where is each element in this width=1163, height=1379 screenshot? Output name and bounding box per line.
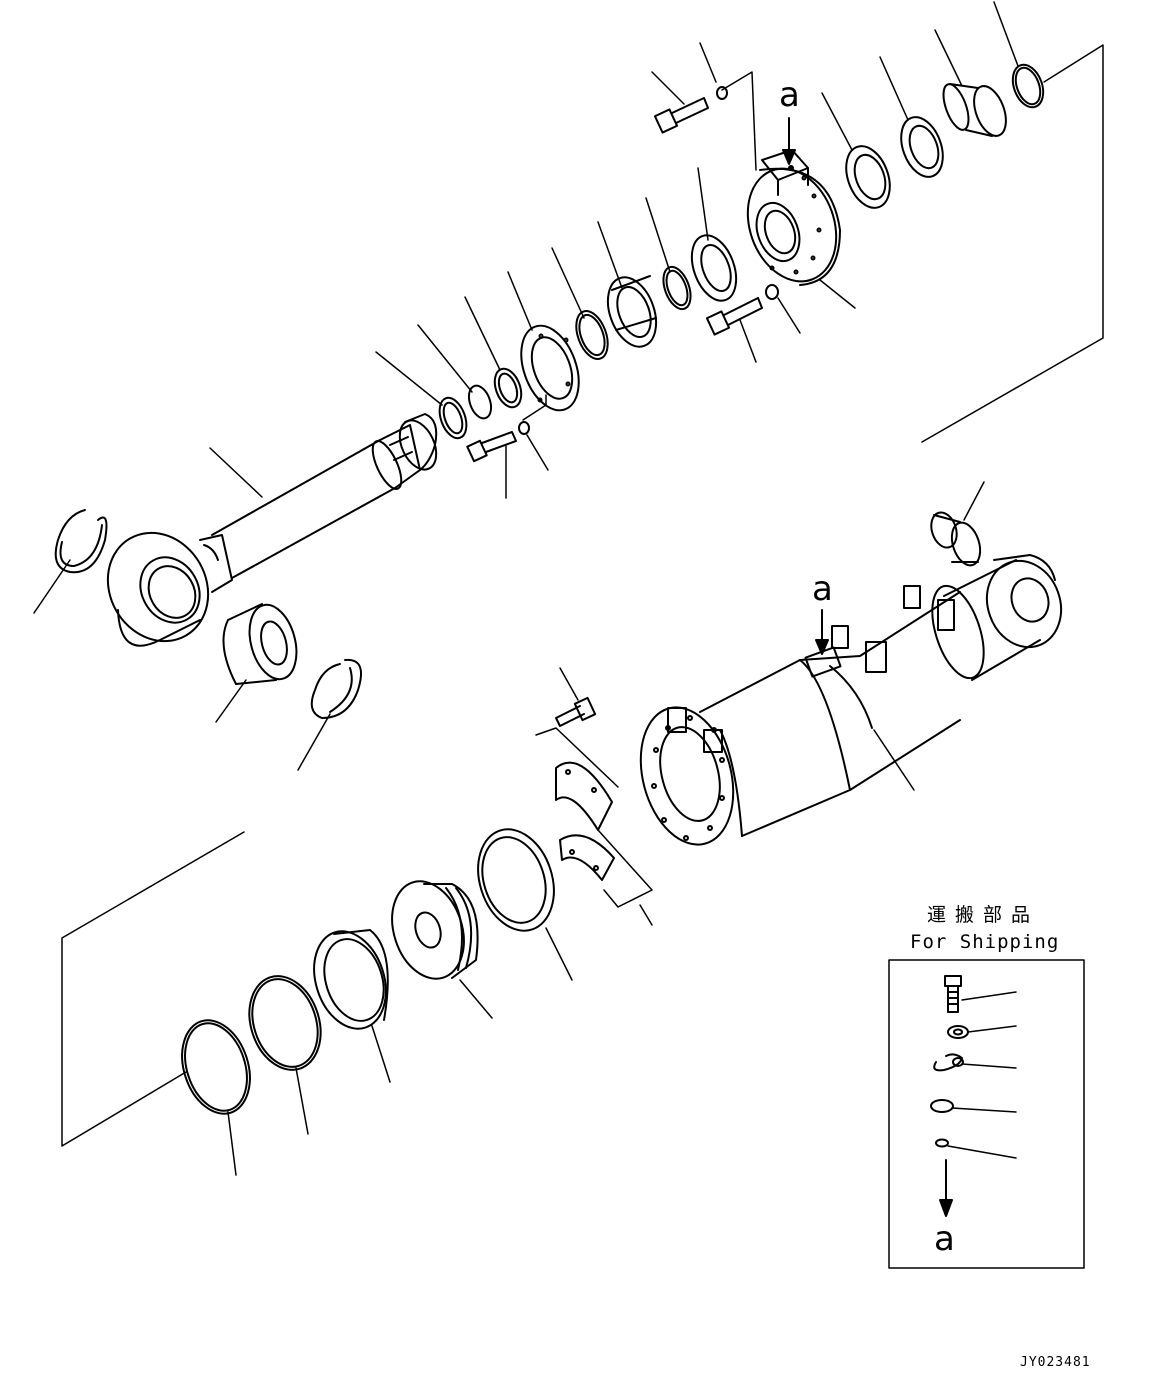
head-callout-label: a — [779, 75, 800, 115]
kit-arrow — [940, 1160, 952, 1216]
snap-ring — [658, 263, 696, 313]
clip-icon — [934, 1054, 1016, 1070]
cylinder-tube — [626, 550, 1072, 855]
bushing — [938, 81, 1012, 140]
bolt-icon — [945, 976, 1016, 1012]
head-bolt-upper — [655, 87, 727, 133]
kit-callout-label: a — [934, 1219, 955, 1259]
wear-ring — [838, 140, 897, 214]
head-bolt-lower — [707, 285, 778, 335]
retaining-ring-left — [56, 510, 107, 572]
head-retaining-ring — [1007, 61, 1048, 112]
dust-plate — [511, 318, 590, 418]
lower-group-bracket — [62, 728, 652, 1146]
upper-group-bracket — [523, 45, 1103, 442]
cylinder-head — [733, 150, 852, 294]
tube-arrow — [816, 610, 828, 654]
piston — [380, 872, 492, 1018]
shipping-kit-box — [889, 960, 1084, 1268]
wear-ring-large — [466, 819, 572, 980]
rod-small-rings — [435, 365, 527, 442]
plug-icon — [931, 1100, 1016, 1112]
washer-icon — [948, 1026, 1016, 1038]
buffer-ring — [894, 111, 951, 182]
retaining-ring-middle — [312, 660, 361, 718]
head-arrow — [783, 118, 795, 164]
split-collar — [556, 763, 652, 925]
drawing-id: JY023481 — [1020, 1355, 1091, 1370]
tube-leader — [874, 730, 914, 790]
plate-bolt — [467, 422, 529, 461]
tube-bushing — [927, 482, 985, 569]
rod-packing — [599, 271, 665, 354]
bushing-ring — [684, 229, 745, 307]
backup-ring — [171, 1011, 262, 1175]
piston-bolt — [556, 668, 595, 726]
o-ring — [238, 967, 332, 1134]
upper-leader-lines — [34, 2, 1018, 770]
spherical-bearing — [224, 600, 305, 685]
shipping-title-en: For Shipping — [910, 931, 1060, 953]
seal-ring-thin — [570, 307, 613, 364]
piston-rod — [88, 414, 443, 659]
small-washer-icon — [936, 1140, 1016, 1159]
piston-seal — [302, 922, 398, 1082]
shipping-title-jp: 運搬部品 — [927, 904, 1040, 926]
tube-callout-label: a — [812, 569, 833, 609]
